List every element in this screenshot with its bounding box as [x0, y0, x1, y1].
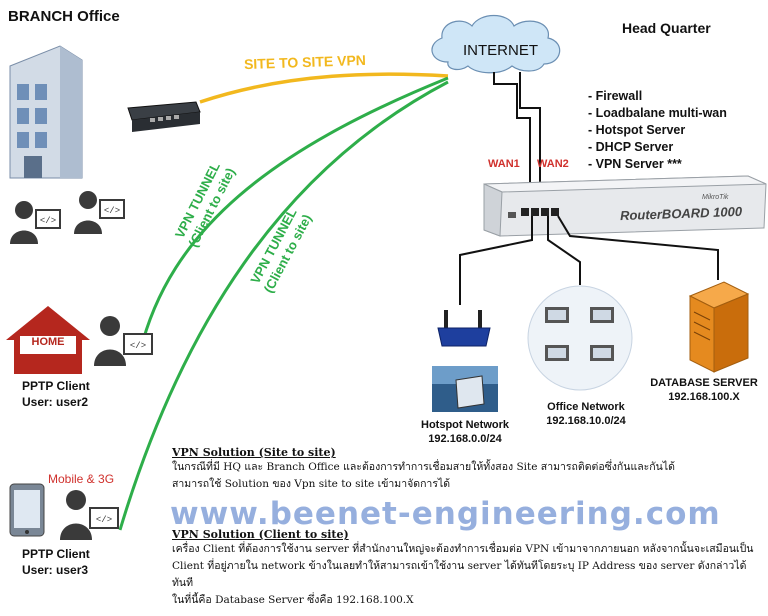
hotspot-network-label: Hotspot Network 192.168.0.0/24	[412, 418, 518, 446]
hq-feature-item: - DHCP Server	[588, 140, 674, 154]
mobile-label: Mobile & 3G	[48, 472, 115, 486]
website-watermark: www.beenet-engineering.com	[170, 496, 721, 532]
hotspot-network-name: Hotspot Network	[421, 419, 509, 431]
home-house-icon	[6, 306, 90, 374]
vpn-solution-site-line2: สามารถใช้ Solution ของ Vpn site to site …	[172, 478, 451, 490]
user-icon-branch-2: </>	[74, 191, 125, 234]
svg-text:</>: </>	[96, 515, 112, 525]
user-icon-home: </>	[94, 316, 153, 366]
hq-feature-item: - Hotspot Server	[588, 123, 686, 137]
home-client-label: PPTP Client User: user2	[22, 378, 90, 410]
database-server-label: DATABASE SERVER 192.168.100.X	[650, 376, 758, 404]
svg-text:</>: </>	[40, 216, 56, 226]
router-brand: MikroTik	[702, 194, 729, 201]
wan1-label: WAN1	[488, 158, 520, 170]
wifi-router-icon	[437, 310, 491, 347]
home-client-name: PPTP Client	[22, 379, 90, 393]
tablet-icon	[9, 483, 45, 537]
internet-cloud	[431, 14, 561, 74]
branch-building	[9, 45, 83, 179]
vpn-solution-client-heading: VPN Solution (Client to site)	[172, 528, 349, 541]
head-quarter-title: Head Quarter	[622, 20, 711, 36]
site-to-site-vpn-link	[199, 72, 449, 104]
vpn-solution-client: VPN Solution (Client to site) เครื่อง Cl…	[172, 528, 762, 609]
database-server-name: DATABASE SERVER	[650, 377, 758, 389]
wan2-label: WAN2	[537, 158, 569, 170]
svg-text:</>: </>	[104, 206, 120, 216]
hq-feature-item: - Firewall	[588, 89, 643, 103]
internet-label: INTERNET	[463, 42, 538, 59]
home-sign: HOME	[31, 336, 65, 348]
hq-feature-list: - Firewall - Loadbalane multi-wan - Hots…	[588, 88, 727, 173]
office-network-label: Office Network 192.168.10.0/24	[532, 400, 640, 428]
hq-feature-item: - VPN Server ***	[588, 157, 682, 171]
user-icon-branch-1: </>	[10, 201, 61, 244]
user-icon-mobile: </>	[60, 490, 119, 540]
hotspot-photo	[432, 366, 498, 412]
mobile-client-name: PPTP Client	[22, 547, 90, 561]
office-network-subnet: 192.168.10.0/24	[546, 415, 626, 427]
branch-router	[127, 101, 201, 132]
home-client-user: User: user2	[22, 395, 89, 409]
branch-office-title: BRANCH Office	[8, 8, 120, 25]
svg-text:</>: </>	[130, 341, 146, 351]
hotspot-network-subnet: 192.168.0.0/24	[428, 433, 502, 445]
mobile-client-user: User: user3	[22, 563, 89, 577]
hq-feature-item: - Loadbalane multi-wan	[588, 106, 727, 120]
wan-lines	[493, 72, 541, 205]
database-server-ip: 192.168.100.X	[668, 391, 740, 403]
vpn-tunnel-mobile	[118, 80, 449, 531]
vpn-solution-client-line3: ในที่นี้คือ Database Server ซึ่งคือ 192.…	[172, 594, 414, 606]
office-network-name: Office Network	[547, 401, 625, 413]
vpn-solution-site-line1: ในกรณีที่มี HQ และ Branch Office และต้อง…	[172, 461, 675, 473]
office-network-icon	[527, 285, 633, 391]
vpn-solution-client-line1: เครื่อง Client ที่ต้องการใช้งาน server ท…	[172, 543, 754, 555]
vpn-tunnel-home	[138, 76, 449, 353]
database-server-icon	[688, 281, 750, 373]
mobile-client-label: PPTP Client User: user3	[22, 546, 90, 578]
vpn-solution-site-heading: VPN Solution (Site to site)	[172, 446, 336, 459]
router-rb1000	[483, 175, 767, 237]
vpn-solution-site: VPN Solution (Site to site) ในกรณีที่มี …	[172, 446, 762, 493]
lan-lines	[459, 215, 719, 305]
vpn-solution-client-line2: Client ที่อยู่ภายใน network ข้างในเลยทำใ…	[172, 560, 747, 589]
